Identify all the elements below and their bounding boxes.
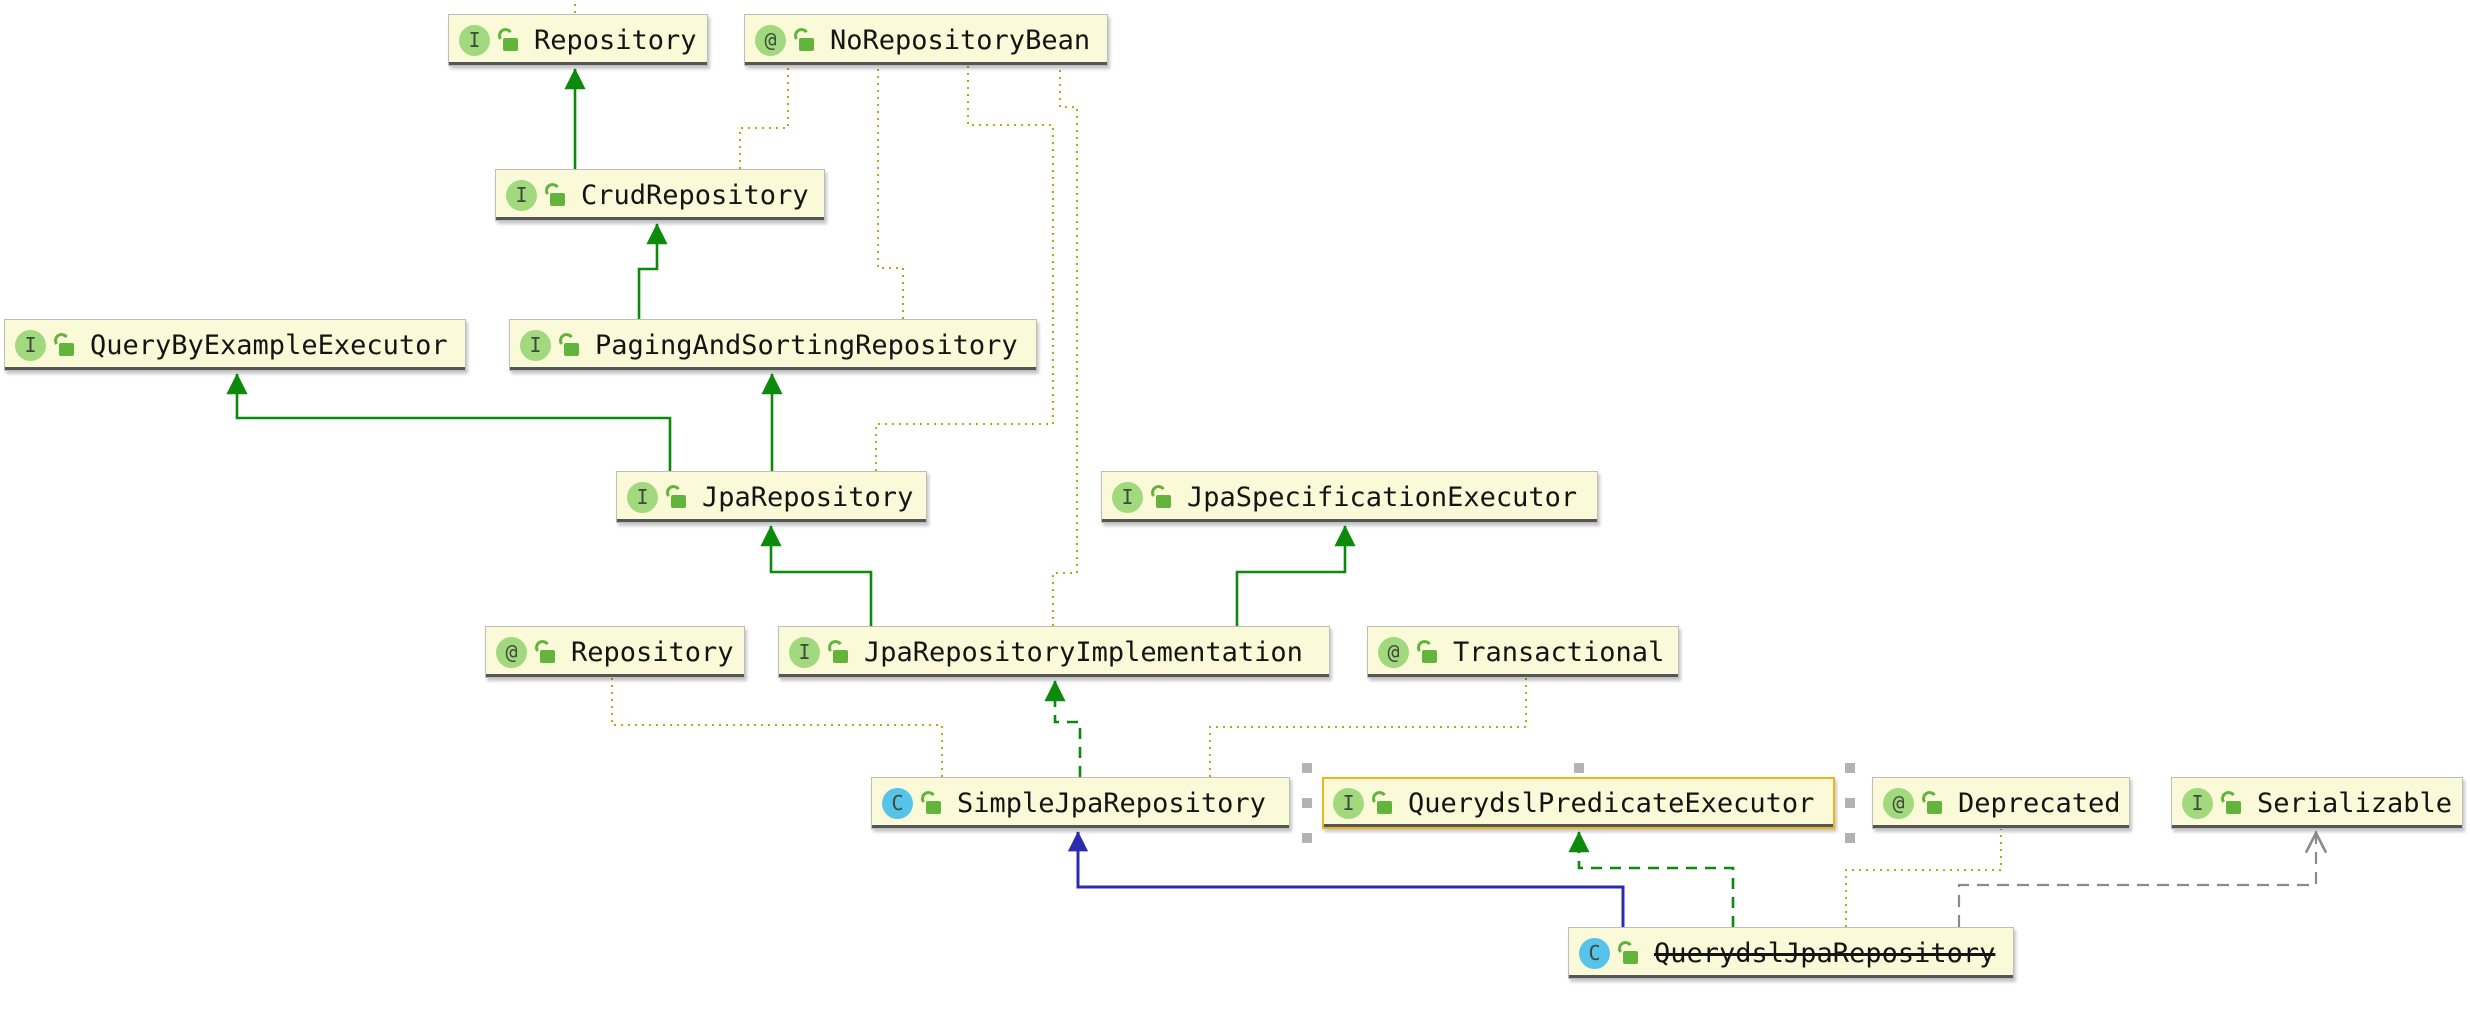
node-crud-repository[interactable]: I CrudRepository	[495, 169, 825, 221]
edge-simple-jpa-repository--jpa-repository-implementation	[1044, 680, 1082, 777]
edge-paging-and-sorting-repository--no-repository-bean	[877, 66, 904, 319]
node-deprecated[interactable]: @ Deprecated	[1872, 777, 2130, 829]
edge-querydsl-jpa-repository--querydsl-predicate-executor	[1568, 831, 1735, 927]
node-querydsl-predicate-executor[interactable]: I QuerydslPredicateExecutor	[1322, 777, 1835, 829]
node-jpa-repository-implementation[interactable]: I JpaRepositoryImplementation	[778, 626, 1330, 678]
interface-icon: I	[1112, 481, 1143, 513]
interface-icon: I	[627, 481, 658, 513]
node-label: JpaSpecificationExecutor	[1187, 481, 1578, 513]
public-lock-icon	[792, 26, 816, 53]
node-label: Serializable	[2257, 787, 2453, 819]
node-jpa-specification-executor[interactable]: I JpaSpecificationExecutor	[1101, 471, 1598, 523]
public-lock-icon	[557, 331, 581, 358]
selection-handle[interactable]	[1845, 798, 1855, 808]
public-lock-icon	[533, 638, 557, 665]
public-lock-icon	[1920, 789, 1944, 816]
node-simple-jpa-repository[interactable]: C SimpleJpaRepository	[871, 777, 1290, 829]
edge-querydsl-jpa-repository--serializable	[1957, 833, 2316, 927]
selection-handle[interactable]	[1573, 763, 1584, 773]
node-repository-annotation[interactable]: @ Repository	[485, 626, 745, 678]
node-transactional[interactable]: @ Transactional	[1367, 626, 1679, 678]
node-label: JpaRepositoryImplementation	[864, 636, 1303, 668]
node-label: Repository	[534, 24, 697, 56]
edge-simple-jpa-repository--transactional	[1209, 678, 1527, 777]
edge-paging-and-sorting-repository--crud-repository	[637, 223, 668, 319]
edge-querydsl-jpa-repository--simple-jpa-repository	[1067, 831, 1625, 927]
node-label: PagingAndSortingRepository	[595, 329, 1018, 361]
annotation-icon: @	[1883, 787, 1914, 819]
annotation-icon: @	[755, 24, 786, 56]
public-lock-icon	[1370, 789, 1394, 816]
public-lock-icon	[2219, 789, 2243, 816]
public-lock-icon	[496, 26, 520, 53]
node-label: QuerydslJpaRepository	[1654, 937, 1996, 969]
selection-handle[interactable]	[1302, 833, 1312, 843]
interface-icon: I	[2182, 787, 2213, 819]
interface-icon: I	[520, 329, 551, 361]
node-query-by-example-executor[interactable]: I QueryByExampleExecutor	[4, 319, 466, 371]
edge-querydsl-jpa-repository--deprecated	[1845, 829, 2002, 927]
node-paging-and-sorting-repository[interactable]: I PagingAndSortingRepository	[509, 319, 1037, 371]
node-querydsl-jpa-repository[interactable]: C QuerydslJpaRepository	[1568, 927, 2014, 979]
node-repository-interface[interactable]: I Repository	[448, 14, 708, 66]
edge-jpa-repository--query-by-example-executor	[226, 373, 672, 471]
interface-icon: I	[506, 179, 537, 211]
node-label: Deprecated	[1958, 787, 2121, 819]
class-icon: C	[1579, 937, 1610, 969]
edge-jpa-repository--no-repository-bean	[875, 66, 1054, 471]
interface-icon: I	[15, 329, 46, 361]
class-icon: C	[882, 787, 913, 819]
interface-icon: I	[1333, 787, 1364, 819]
selection-handle[interactable]	[1302, 763, 1312, 773]
node-label: NoRepositoryBean	[830, 24, 1091, 56]
selection-handle[interactable]	[1302, 798, 1312, 808]
annotation-icon: @	[496, 636, 527, 668]
selection-handle[interactable]	[1845, 833, 1855, 843]
selection-handle[interactable]	[1845, 763, 1855, 773]
node-label: CrudRepository	[581, 179, 809, 211]
node-serializable[interactable]: I Serializable	[2171, 777, 2463, 829]
interface-icon: I	[459, 24, 490, 56]
node-label: Transactional	[1453, 636, 1665, 668]
public-lock-icon	[52, 331, 76, 358]
interface-icon: I	[789, 636, 820, 668]
public-lock-icon	[543, 181, 567, 208]
node-label: JpaRepository	[702, 481, 914, 513]
edge-jpa-repository-implementation--no-repository-bean	[1052, 66, 1078, 626]
edge-jpa-repository-implementation--jpa-specification-executor	[1235, 525, 1356, 626]
public-lock-icon	[826, 638, 850, 665]
public-lock-icon	[1415, 638, 1439, 665]
node-no-repository-bean[interactable]: @ NoRepositoryBean	[744, 14, 1108, 66]
public-lock-icon	[1616, 939, 1640, 966]
node-label: QuerydslPredicateExecutor	[1408, 787, 1815, 819]
annotation-icon: @	[1378, 636, 1409, 668]
edge-jpa-repository-implementation--jpa-repository	[760, 525, 873, 626]
node-label: SimpleJpaRepository	[957, 787, 1266, 819]
public-lock-icon	[664, 483, 688, 510]
public-lock-icon	[919, 789, 943, 816]
node-label: QueryByExampleExecutor	[90, 329, 448, 361]
public-lock-icon	[1149, 483, 1173, 510]
edge-crud-repository--no-repository-bean	[739, 66, 789, 169]
node-jpa-repository[interactable]: I JpaRepository	[616, 471, 927, 523]
node-label: Repository	[571, 636, 734, 668]
edge-simple-jpa-repository--repository-annotation	[611, 678, 943, 777]
